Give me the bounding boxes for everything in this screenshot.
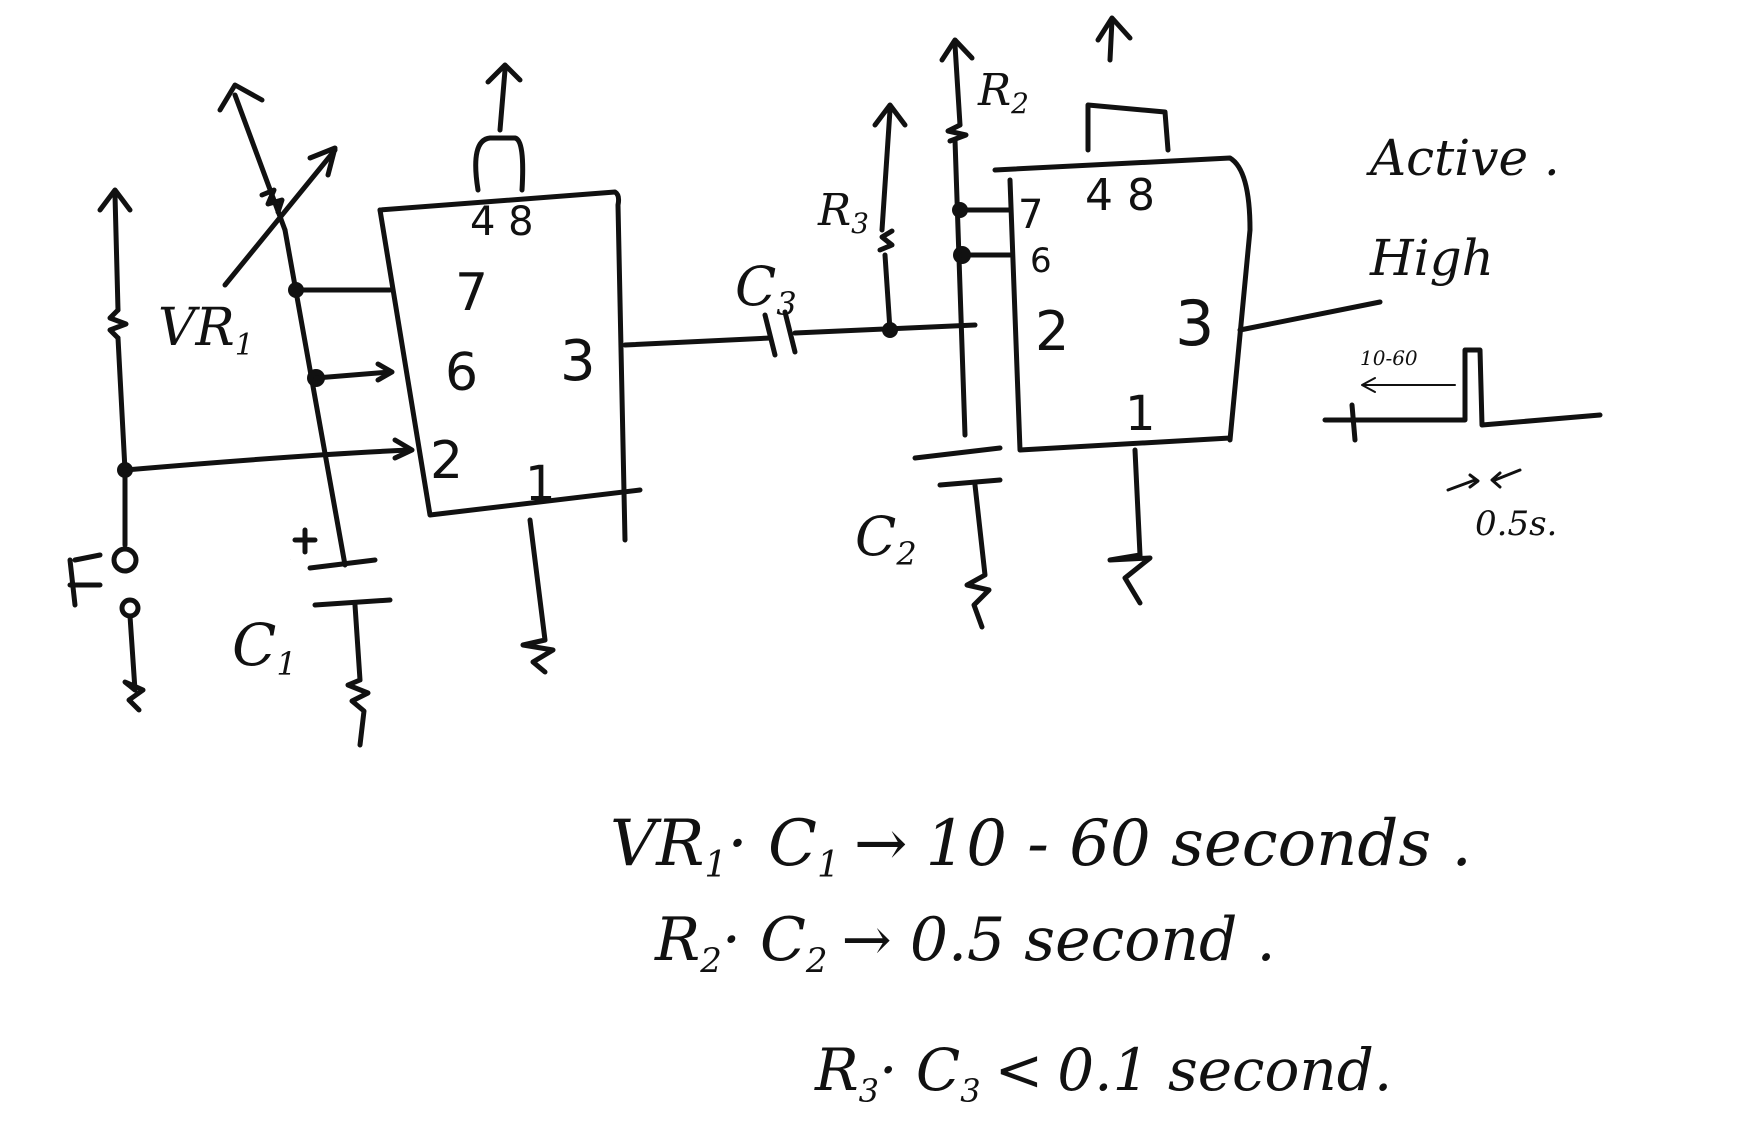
ic1-pin1: 1 <box>525 456 556 512</box>
wire-pin6 <box>313 369 393 381</box>
ic1-pin48-link <box>473 135 526 193</box>
ic2-pin1: 1 <box>1125 386 1156 442</box>
vr1-adjust-arrow <box>222 147 338 288</box>
timing-wire-1 <box>282 227 348 568</box>
width-arrow-right <box>1490 468 1522 489</box>
ic2-output-wire <box>1237 299 1383 333</box>
r3-lower-wire <box>882 252 893 333</box>
ic1-pin48: 4 8 <box>470 199 534 245</box>
r2-timing-wire <box>952 137 968 438</box>
ic2-pin7: 7 <box>1018 192 1043 238</box>
r3-upper-wire <box>879 107 893 233</box>
delay-arrowhead <box>1361 377 1376 393</box>
trigger-arrow <box>392 437 415 461</box>
c2-plate-top <box>912 445 1003 461</box>
c1-plus-text: + <box>290 559 291 561</box>
switch-symbol <box>67 552 103 608</box>
node-wire <box>115 335 128 473</box>
ground-c2 <box>964 482 992 630</box>
r2-resistor <box>945 122 969 144</box>
coupling-cap <box>762 102 978 358</box>
r2-upper-wire <box>952 42 963 128</box>
ground-ic1 <box>520 517 556 675</box>
switch-contact-top <box>111 546 139 574</box>
pulse-start-tick <box>1349 402 1358 443</box>
timing-branch-2 <box>912 37 1013 630</box>
c1-label: C1 <box>232 611 297 683</box>
c3-plate-2 <box>782 309 798 355</box>
ground-left <box>122 613 146 713</box>
r2-label: R2 <box>977 65 1029 120</box>
ic2-pin3: 3 <box>1175 287 1214 360</box>
vr1-supply-wire <box>232 92 288 233</box>
active-label: Active . <box>1366 129 1560 187</box>
output-waveform <box>1322 347 1603 492</box>
ic2-body-right <box>992 155 1253 443</box>
vr1-resistor <box>259 187 285 215</box>
pin6-arrow <box>375 361 395 383</box>
c1-plate-top <box>307 557 378 571</box>
ground-c1 <box>345 602 371 748</box>
ic2-pin6: 6 <box>1030 241 1052 281</box>
timing-branch-1 <box>217 82 395 748</box>
ic1-pin6: 6 <box>445 343 478 403</box>
c1-plus-sign <box>292 527 318 555</box>
c3-plate-1 <box>762 312 778 358</box>
ic1-output-wire <box>622 335 773 348</box>
ic2-supply-wire <box>1107 17 1115 63</box>
c2-plate-bottom <box>937 477 1003 488</box>
vr1-arrowhead <box>307 145 338 178</box>
high-label: High <box>1369 229 1494 287</box>
vcc-arrow-ic2 <box>1095 15 1133 43</box>
note-r3c3: R3· C3<0.1 second. <box>814 1036 1392 1110</box>
ic2-pin48: 4 8 <box>1085 170 1155 221</box>
vcc-arrow-left <box>97 187 133 213</box>
note-r2c2: R2· C2→0.5 second . <box>654 905 1276 981</box>
width-arrow-left <box>1446 473 1480 492</box>
c1-plate-bottom <box>312 597 393 608</box>
trigger-wire <box>122 447 413 473</box>
pullup-resistor <box>107 307 129 341</box>
switch-branch <box>67 187 415 713</box>
ic1-body-right <box>377 189 628 543</box>
vr1-label: VR1 <box>158 298 254 363</box>
timer-ic-1 <box>377 62 773 675</box>
ic2-pin48-link <box>1085 102 1171 153</box>
pulse-width-label: 0.5s. <box>1475 504 1557 544</box>
pulse-trace <box>1322 347 1603 428</box>
note-vr1c1: VR1· C1→10 - 60 seconds . <box>610 807 1472 886</box>
ic1-supply-wire <box>497 67 508 133</box>
vcc-arrow-r3 <box>872 102 908 128</box>
ic1-body-left <box>377 207 643 518</box>
timing-notes: VR1· C1→10 - 60 seconds . R2· C2→0.5 sec… <box>610 807 1472 1110</box>
ic1-pin3: 3 <box>560 329 596 394</box>
ic1-pin7: 7 <box>455 263 488 323</box>
ic1-pin2: 2 <box>430 431 463 491</box>
ic2-pin2: 2 <box>1035 300 1069 363</box>
pulse-range-label: 10-60 <box>1360 346 1418 370</box>
c2-label: C2 <box>855 505 917 573</box>
vcc-arrow-r2 <box>939 37 975 63</box>
supply-wire-left <box>112 192 121 313</box>
vcc-arrow-vr1 <box>217 82 265 113</box>
vcc-arrow-ic1 <box>485 62 523 85</box>
ic2-body-left <box>1007 177 1233 453</box>
c3-label: C3 <box>735 255 797 323</box>
timer-ic-2 <box>992 15 1383 606</box>
r3-label: R3 <box>817 185 869 240</box>
r3-resistor <box>877 228 895 253</box>
ground-ic2 <box>1107 447 1153 606</box>
